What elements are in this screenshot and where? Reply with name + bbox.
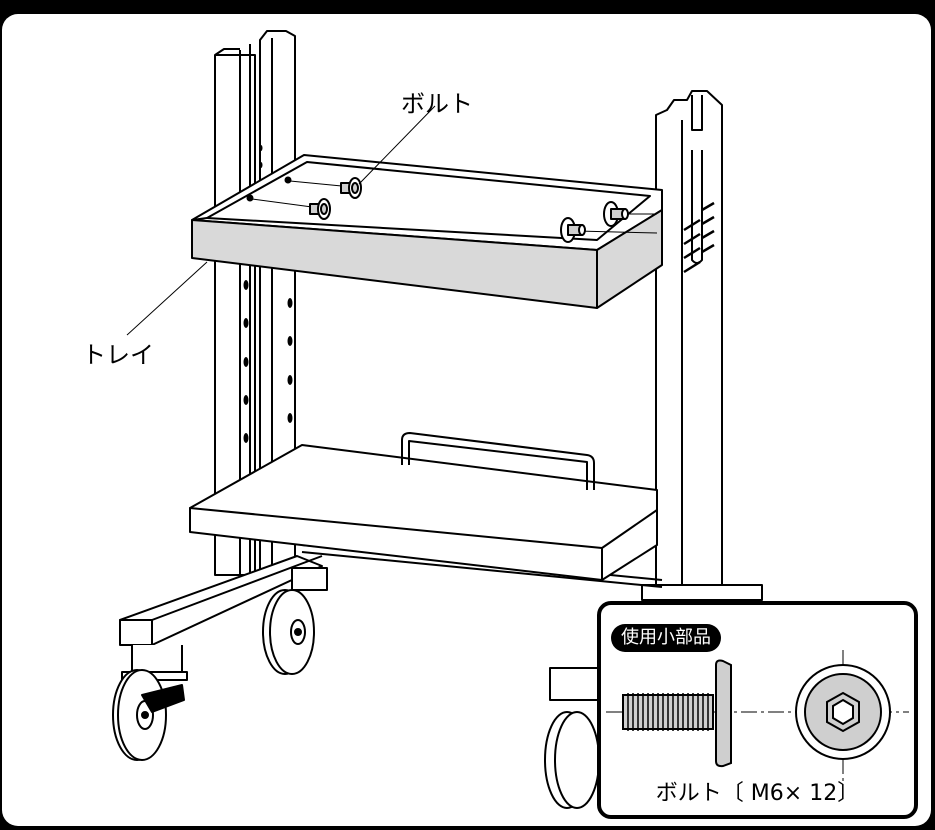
lower-shelf (189, 432, 658, 581)
right-upright (655, 90, 723, 596)
caster-rear-left (262, 567, 328, 675)
tray-leader-line (126, 261, 208, 336)
bolt-spec-caption: ボルト〔 M6× 12〕 (655, 781, 860, 806)
tray-bolts (309, 177, 629, 243)
bolt-side-view (622, 659, 732, 768)
parts-used-box: 使用小部品 ボルト〔 M6 (597, 601, 918, 819)
tray-callout-label: トレイ (82, 341, 154, 369)
caster-front-left (112, 645, 188, 761)
bolt-leader-line (358, 105, 436, 185)
caster-front-right (544, 667, 603, 809)
bolt-callout-label: ボルト (401, 90, 473, 118)
bolt-head-view (795, 664, 891, 760)
parts-used-badge: 使用小部品 (611, 624, 721, 652)
tray (191, 154, 663, 309)
bolt-detail-drawing (606, 650, 909, 785)
cart-assembly-diagram: ボルト トレイ (82, 30, 763, 809)
